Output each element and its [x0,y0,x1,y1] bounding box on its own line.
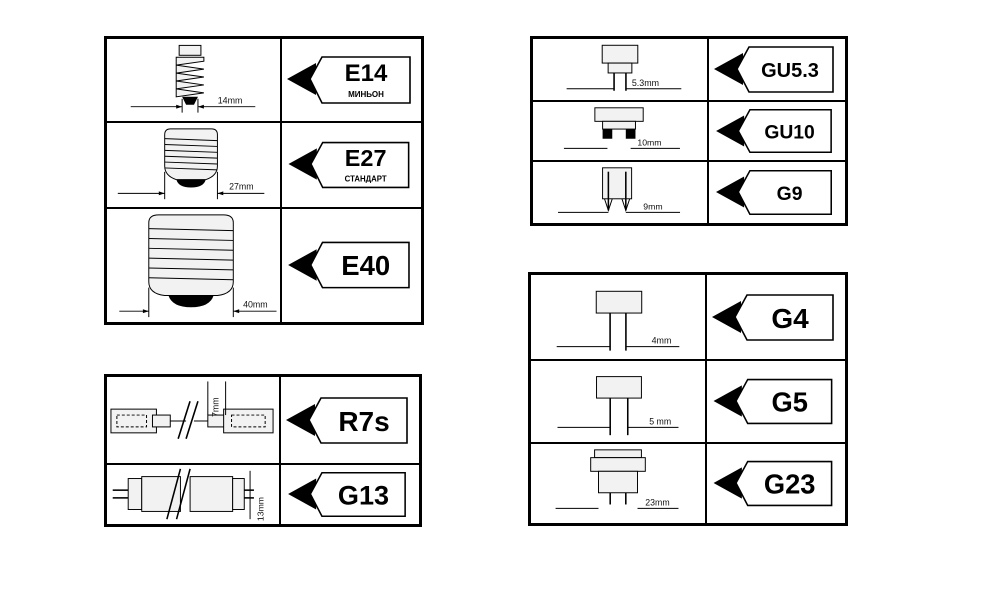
r7s-diagram-cell: 7mm [107,377,281,463]
gu53-base-icon: 5.3mm [566,44,682,91]
e14-subtitle: МИНЬОН [348,90,384,99]
g9-diagram-cell: 9mm [533,162,709,223]
gu10-dimension: 10mm [637,138,661,148]
e14-diagram-cell: 14mm [107,39,282,121]
g13-code: G13 [338,480,389,511]
r7s-dimension: 7mm [211,397,221,417]
g9-label-cell: G9 [709,162,845,223]
e40-code: E40 [341,250,390,281]
e40-diagram-cell: 40mm [107,209,282,322]
e14-label-cell: E14 МИНЬОН [282,39,421,121]
g13-diagram-cell: 13mm [107,465,281,524]
g4-code: G4 [771,303,809,334]
linear-base-table: 7mm R7s 13 [104,374,422,527]
gu53-diagram-cell: 5.3mm [533,39,709,100]
table-row-g23: 23mm G23 [531,442,845,523]
e14-base-icon: 14mm [130,44,256,113]
table-row-e27: 27mm E27 СТАНДАРТ [107,121,421,207]
g23-code: G23 [764,469,816,500]
table-row-g5: 5 mm G5 [531,359,845,442]
gu53-dimension: 5.3mm [632,78,659,88]
table-row-r7s: 7mm R7s [107,377,419,463]
table-row-e40: 40mm E40 [107,207,421,322]
g5-diagram-cell: 5 mm [531,361,707,442]
gu53-code: GU5.3 [761,60,819,82]
e40-label-cell: E40 [282,209,421,322]
g23-diagram-cell: 23mm [531,444,707,523]
g4-diagram-cell: 4mm [531,275,707,359]
g23-dimension: 23mm [645,497,669,507]
gu10-base-icon: 10mm [563,107,680,149]
g5-code: G5 [771,387,807,418]
g5-label-cell: G5 [707,361,845,442]
table-row-g4: 4mm G4 [531,275,845,359]
g9-base-icon: 9mm [558,167,681,213]
r7s-lamp-icon: 7mm [110,381,274,440]
gu10-label-cell: GU10 [709,102,845,160]
e14-dimension: 14mm [218,96,243,106]
e40-base-icon: 40mm [119,214,277,318]
table-row-g9: 9mm G9 [533,160,845,223]
e14-code: E14 [345,60,388,87]
r7s-label-cell: R7s [281,377,419,463]
g5-pin-icon: 5 mm [557,376,679,436]
e27-label-cell: E27 СТАНДАРТ [282,123,421,207]
table-row-g13: 13mm G13 [107,463,419,524]
e27-dimension: 27mm [229,181,253,191]
g13-tube-icon: 13mm [112,468,266,521]
e27-base-icon: 27mm [117,128,265,200]
g9-dimension: 9mm [643,201,662,211]
g23-base-icon: 23mm [555,449,679,509]
table-row-e14: 14mm E14 МИНЬОН [107,39,421,121]
g5-dimension: 5 mm [649,416,671,426]
g13-dimension: 13mm [256,497,266,521]
e40-dimension: 40mm [243,299,268,309]
g23-label-cell: G23 [707,444,845,523]
g4-pin-icon: 4mm [556,290,680,351]
gu10-code: GU10 [764,123,815,144]
gu53-label-cell: GU5.3 [709,39,845,100]
g9-code: G9 [777,183,803,205]
gu10-diagram-cell: 10mm [533,102,709,160]
gu-base-table: 5.3mm GU5.3 10mm [530,36,848,226]
e27-diagram-cell: 27mm [107,123,282,207]
g4-dimension: 4mm [652,336,672,346]
g4-label-cell: G4 [707,275,845,359]
e27-code: E27 [345,145,387,171]
table-row-gu53: 5.3mm GU5.3 [533,39,845,100]
edison-base-table: 14mm E14 МИНЬОН 27mm [104,36,424,325]
g13-label-cell: G13 [281,465,419,524]
e27-subtitle: СТАНДАРТ [345,175,387,184]
table-row-gu10: 10mm GU10 [533,100,845,160]
r7s-code: R7s [338,406,389,437]
pin-base-table: 4mm G4 5 mm G5 [528,272,848,526]
